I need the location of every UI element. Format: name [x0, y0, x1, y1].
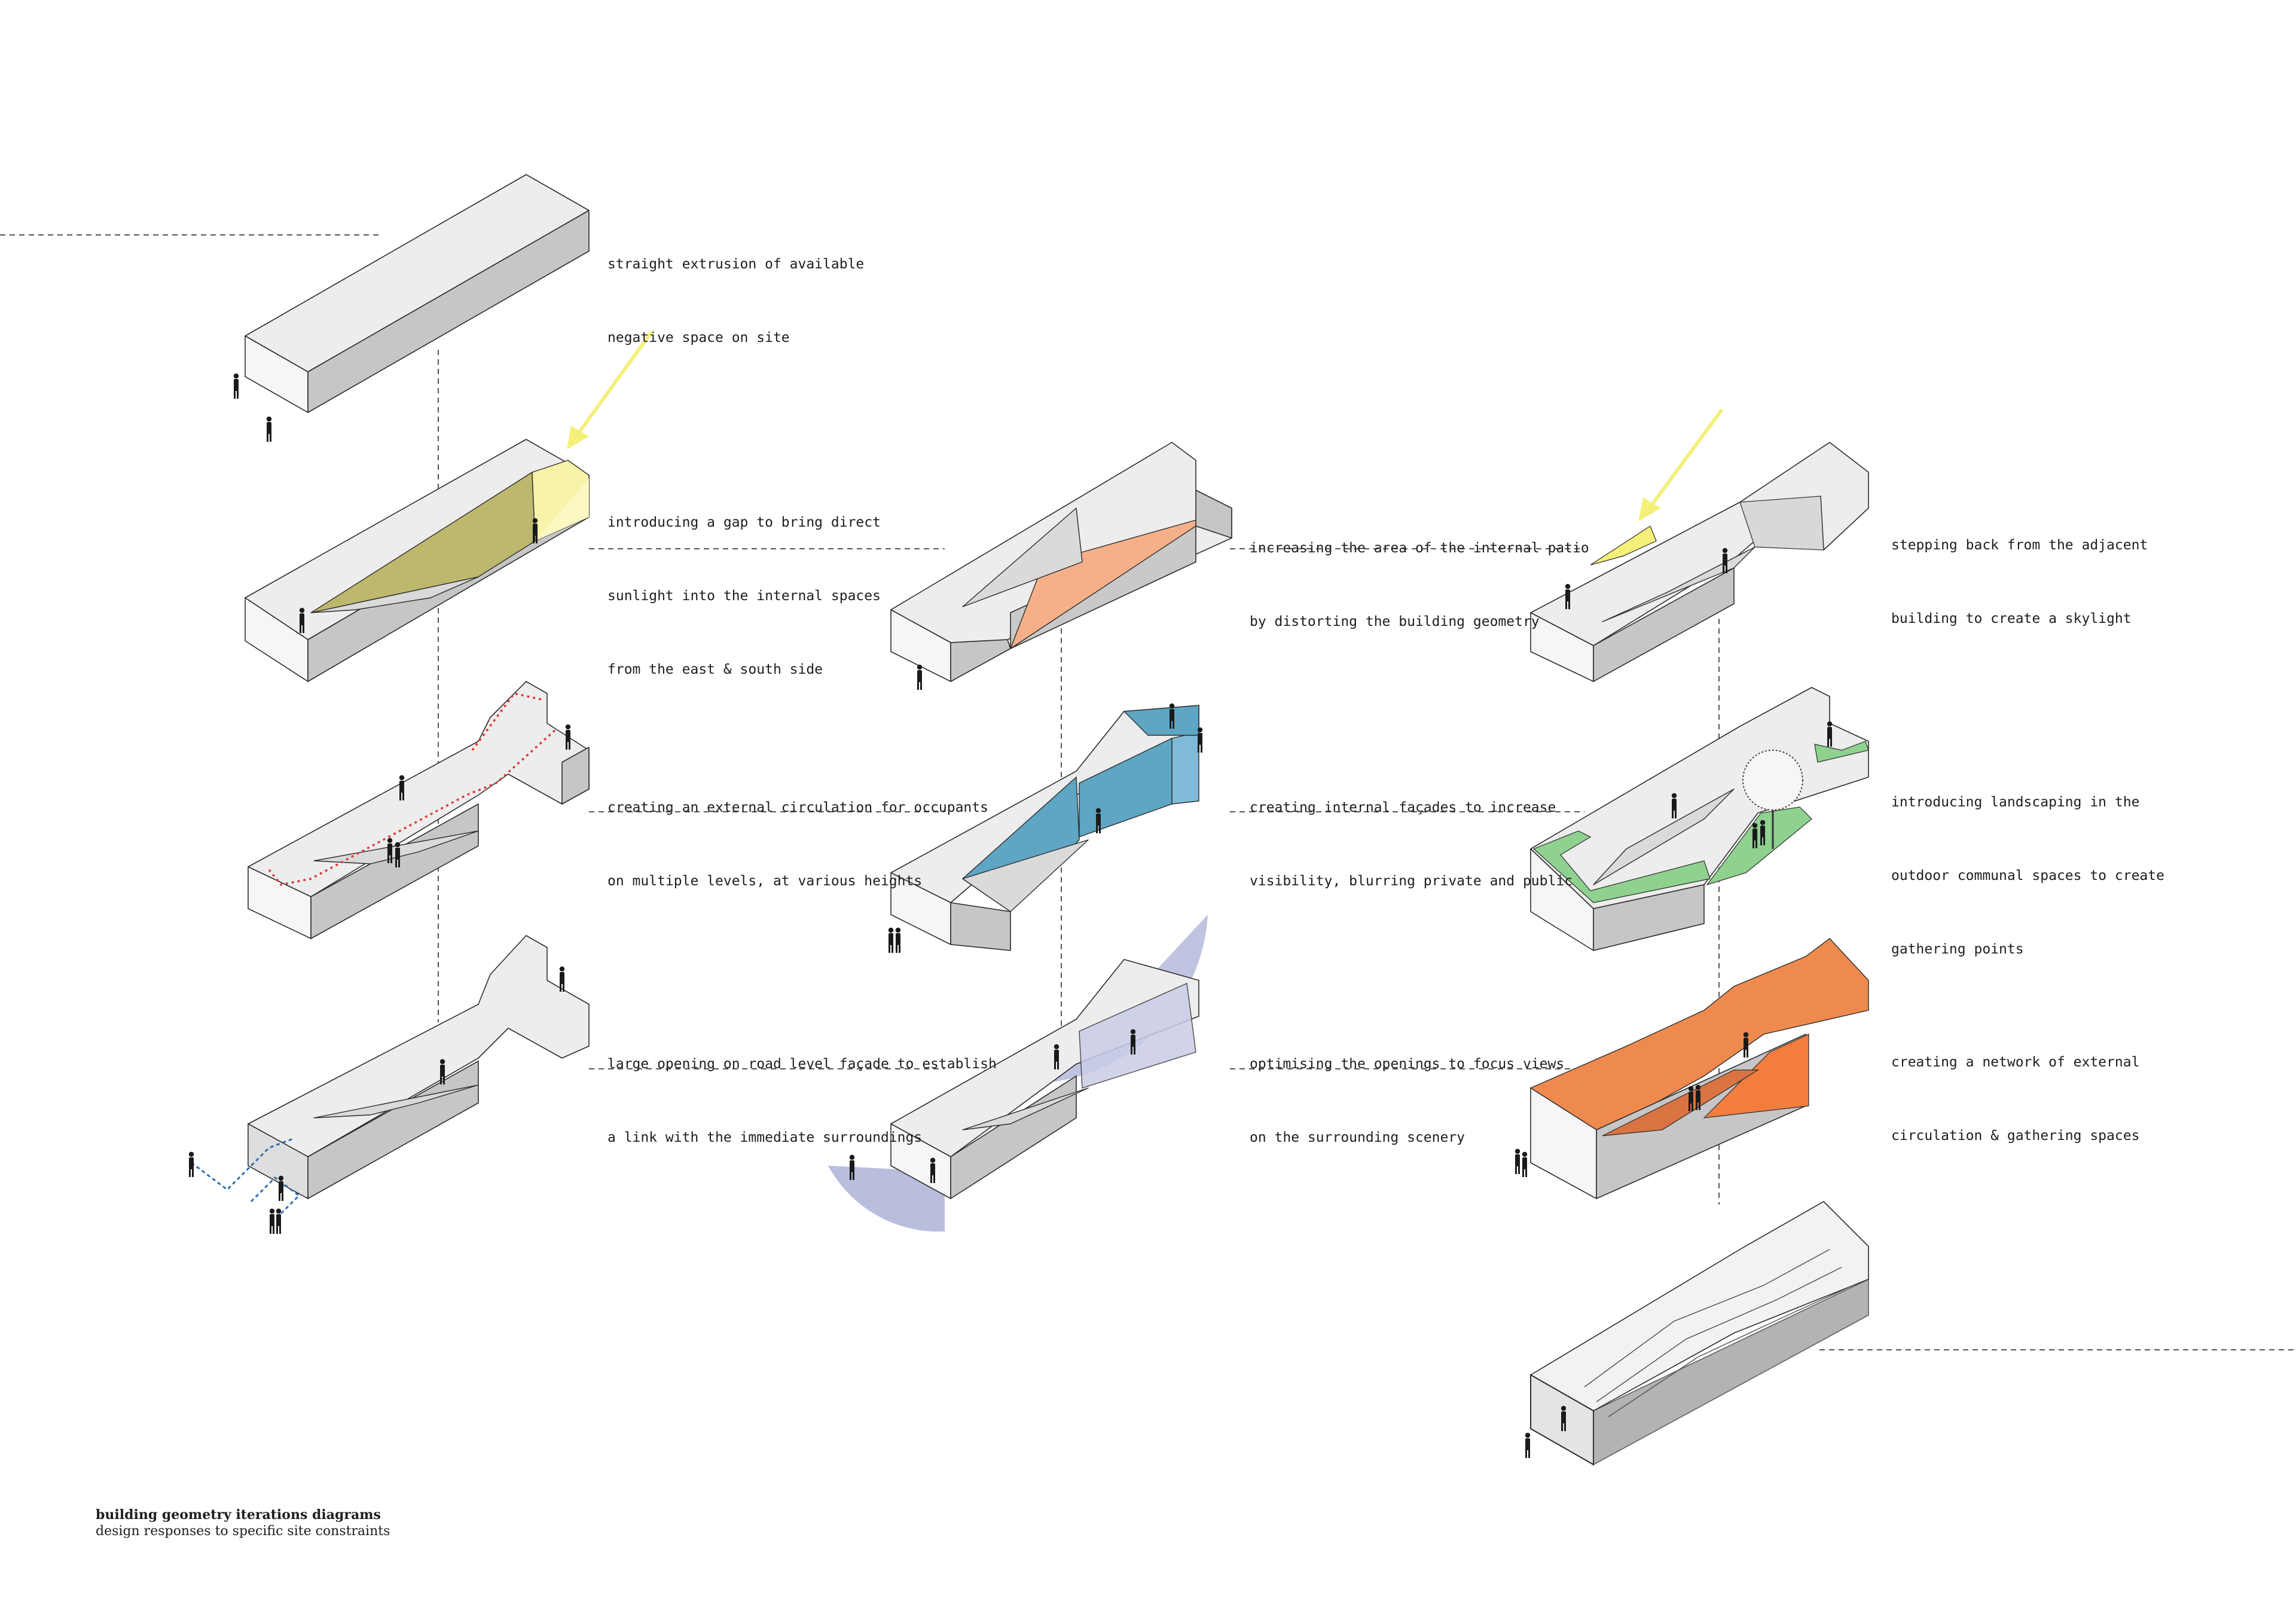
massing-diagram-8-skylight: [1530, 442, 1869, 682]
person-icon: [895, 927, 901, 953]
caption-line: outdoor communal spaces to create: [1891, 868, 2164, 884]
massing-diagram-9-landscaping: [1530, 687, 1869, 951]
person-icon: [276, 1208, 282, 1234]
caption-line: creating a network of external: [1891, 1055, 2140, 1070]
footer-title: building geometry iterations diagrams: [96, 1507, 381, 1523]
caption-line: on multiple levels, at various heights: [607, 873, 923, 889]
caption-line: by distorting the building geometry: [1250, 614, 1540, 629]
massing-diagram-6-internal-facades: [888, 703, 1203, 953]
massing-diagram-1-extrusion: [233, 174, 590, 442]
caption-line: sunlight into the internal spaces: [607, 588, 881, 604]
person-icon: [278, 1175, 284, 1201]
person-icon: [1197, 727, 1203, 753]
caption-line: creating internal façades to increase: [1250, 800, 1556, 815]
caption-line: introducing landscaping in the: [1891, 794, 2140, 810]
caption-line: negative space on site: [607, 330, 790, 346]
caption-4: large opening on road level façade to es…: [607, 1003, 997, 1175]
massing-diagram-10-network: [1515, 938, 1869, 1199]
massing-diagram-2-sunlight-gap: [245, 439, 590, 682]
caption-line: visibility, blurring private and public: [1250, 873, 1573, 889]
caption-line: stepping back from the adjacent: [1891, 537, 2148, 553]
person-icon: [233, 373, 239, 399]
massing-diagram-4-road-opening: [188, 935, 590, 1234]
caption-9: introducing landscaping in the outdoor c…: [1891, 741, 2164, 986]
caption-line: from the east & south side: [607, 662, 823, 677]
caption-5: increasing the area of the internal pati…: [1250, 487, 1589, 659]
caption-line: a link with the immediate surroundings: [607, 1130, 923, 1145]
massing-diagram-3-circulation: [248, 681, 590, 939]
person-icon: [439, 1059, 445, 1084]
footer-caption: building geometry iterations diagrams de…: [96, 1506, 390, 1540]
massing-diagram-7-view-openings: [828, 915, 1208, 1232]
caption-line: optimising the openings to focus views: [1250, 1056, 1565, 1072]
caption-line: increasing the area of the internal pati…: [1250, 540, 1589, 556]
caption-line: building to create a skylight: [1891, 611, 2132, 626]
person-icon: [188, 1151, 194, 1177]
massing-diagram-5-patio: [890, 442, 1232, 690]
caption-1: straight extrusion of available negative…: [607, 203, 864, 375]
person-icon: [266, 416, 272, 442]
caption-2: introducing a gap to bring direct sunlig…: [607, 461, 881, 707]
tree-icon: [1742, 750, 1803, 849]
view-cone: [828, 1166, 945, 1232]
caption-10: creating a network of external circulati…: [1891, 1001, 2139, 1173]
caption-3: creating an external circulation for occ…: [607, 747, 988, 918]
footer-subtitle: design responses to specific site constr…: [96, 1524, 390, 1539]
person-icon: [559, 966, 565, 992]
caption-line: introducing a gap to bring direct: [607, 515, 881, 530]
caption-line: circulation & gathering spaces: [1891, 1128, 2140, 1144]
person-icon: [888, 927, 894, 953]
caption-line: gathering points: [1891, 942, 2024, 957]
caption-6: creating internal façades to increase vi…: [1250, 747, 1573, 918]
person-icon: [917, 664, 923, 690]
person-icon: [269, 1208, 275, 1234]
sun-arrow-icon: [567, 331, 654, 450]
caption-line: straight extrusion of available: [607, 256, 865, 272]
caption-7: optimising the openings to focus views o…: [1250, 1003, 1564, 1175]
caption-line: creating an external circulation for occ…: [607, 800, 988, 815]
person-icon: [1525, 1432, 1531, 1458]
massing-diagram-11-final: [1525, 1201, 1869, 1466]
person-icon: [1743, 1032, 1749, 1057]
sun-arrow-icon: [1638, 408, 1724, 521]
caption-line: large opening on road level façade to es…: [607, 1056, 997, 1072]
caption-8: stepping back from the adjacent building…: [1891, 484, 2148, 656]
caption-line: on the surrounding scenery: [1250, 1130, 1465, 1145]
